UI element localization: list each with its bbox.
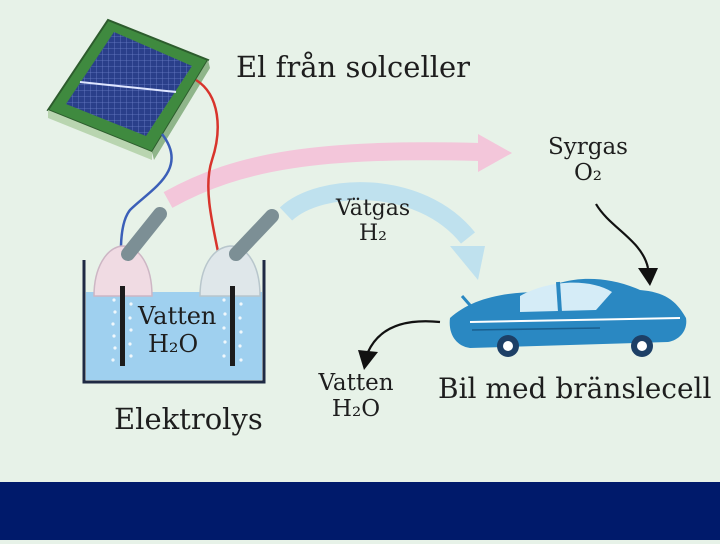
water-tank-label: Vatten H₂O <box>138 302 216 358</box>
footer-bar <box>0 482 720 540</box>
oxygen-name: Syrgas <box>548 134 628 160</box>
hydrogen-label: Vätgas H₂ <box>330 196 416 246</box>
water-out-label: Vatten H₂O <box>310 370 402 422</box>
hydrogen-flow-arrow <box>279 182 485 280</box>
oxygen-formula: O₂ <box>573 160 603 186</box>
hydrogen-formula: H₂ <box>358 221 387 246</box>
oxygen-to-car-arrow <box>595 203 658 286</box>
electrolysis-tank <box>82 207 279 384</box>
fuel-cell-car <box>449 278 687 357</box>
water-tank-formula: H₂O <box>148 330 199 358</box>
wire-red <box>195 78 228 291</box>
water-out-arrow <box>358 320 441 370</box>
solar-title: El från solceller <box>236 50 471 84</box>
oxygen-flow-arrow <box>163 134 512 208</box>
fuel-cell-car-label: Bil med bränslecell <box>438 372 712 405</box>
oxygen-label: Syrgas O₂ <box>546 134 630 186</box>
electrolysis-label: Elektrolys <box>114 402 263 436</box>
hydrogen-name: Vätgas <box>335 196 411 221</box>
solar-panel <box>46 18 210 160</box>
water-tank-name: Vatten <box>138 302 217 330</box>
water-out-name: Vatten <box>318 370 394 396</box>
water-out-formula: H₂O <box>331 396 381 422</box>
